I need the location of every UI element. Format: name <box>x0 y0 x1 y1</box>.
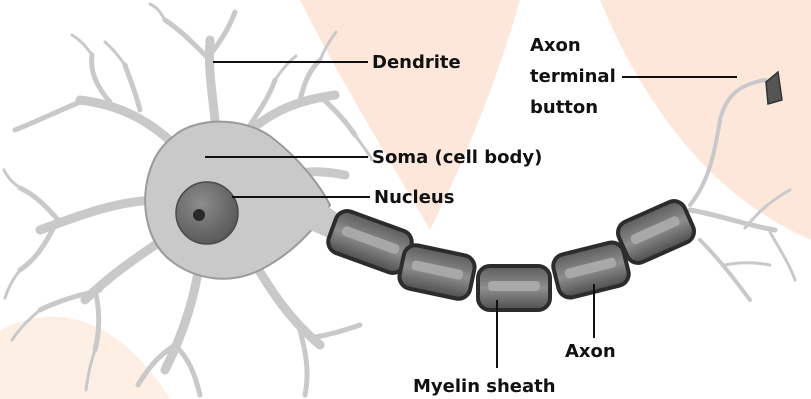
label-soma: Soma (cell body) <box>372 147 542 168</box>
nucleus-shape <box>176 182 238 244</box>
label-dendrite: Dendrite <box>372 52 461 73</box>
label-myelin-sheath: Myelin sheath <box>413 376 556 397</box>
label-nucleus: Nucleus <box>374 187 454 208</box>
myelin-segment-3 <box>478 266 550 310</box>
label-axon-terminal-line1: Axon <box>530 35 581 56</box>
label-axon-terminal-line3: button <box>530 97 598 118</box>
label-axon: Axon <box>565 341 616 362</box>
myelin-segments <box>325 197 698 310</box>
nucleolus-shape <box>193 209 205 221</box>
myelin-segment-2 <box>397 243 477 301</box>
label-axon-terminal-line2: terminal <box>530 66 616 87</box>
myelin-segment-4 <box>551 240 632 300</box>
myelin-segment-5 <box>614 197 698 266</box>
